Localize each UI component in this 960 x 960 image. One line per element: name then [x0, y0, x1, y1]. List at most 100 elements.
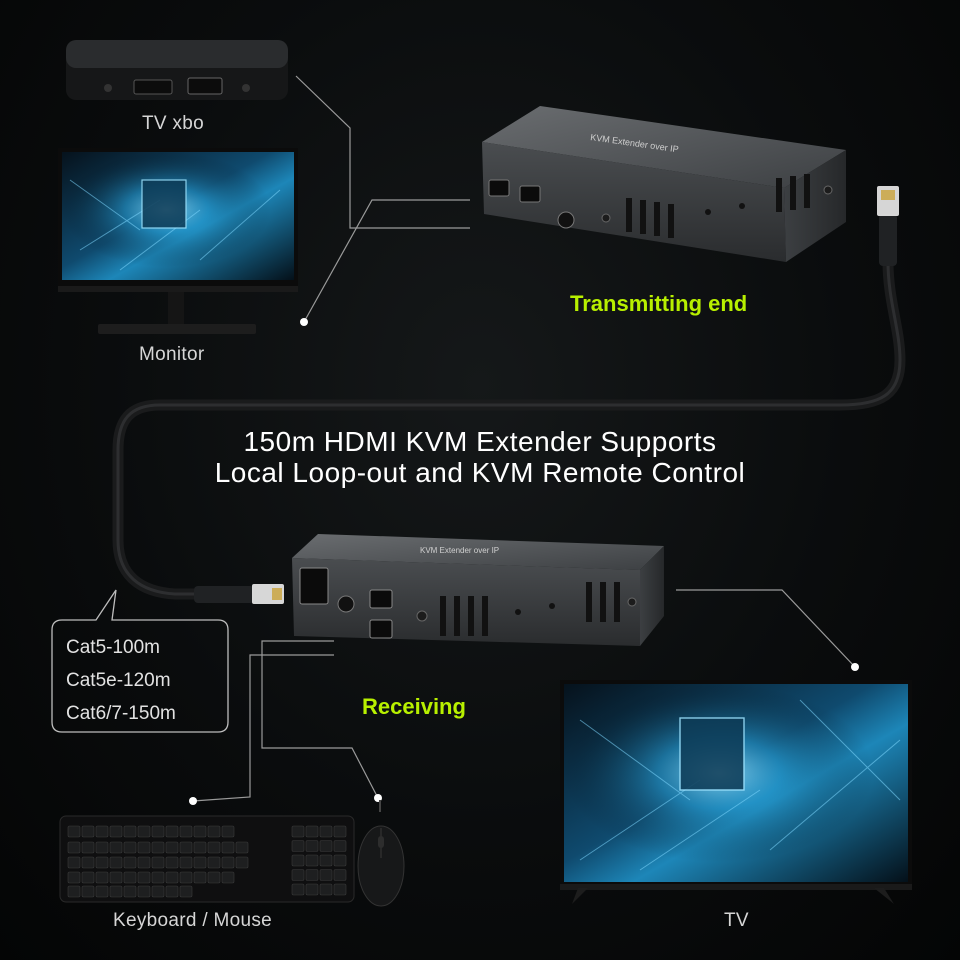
tvbox-connector-line: [295, 75, 470, 229]
tv-box-label: TV xbo: [142, 113, 204, 134]
keyboard-key: [109, 825, 123, 838]
numpad-key: [333, 840, 347, 852]
numpad-key: [305, 825, 319, 838]
keyboard-key: [67, 885, 81, 898]
numpad-key: [305, 840, 319, 852]
numpad-key: [305, 883, 319, 896]
numpad-key: [319, 869, 333, 881]
rj45-bottom-plug: [194, 584, 284, 604]
keyboard-key: [207, 825, 221, 838]
numpad-key: [319, 825, 333, 838]
keyboard-key: [123, 825, 137, 838]
cable-spec-cat5e: Cat5e-120m: [66, 670, 171, 691]
keyboard-key: [221, 825, 235, 838]
keyboard-key: [109, 856, 123, 869]
numpad-key: [319, 883, 333, 896]
numpad-key: [291, 840, 305, 852]
keyboard-key: [137, 825, 151, 838]
spec-bubble-outline: [51, 589, 229, 733]
monitor-label: Monitor: [139, 344, 205, 365]
keyboard-key: [165, 885, 179, 898]
keyboard-key: [151, 825, 165, 838]
keyboard-device: [59, 815, 355, 903]
keyboard-key: [165, 841, 179, 854]
cable-spec-cat5: Cat5-100m: [66, 637, 160, 658]
keyboard-key: [207, 841, 221, 854]
keyboard-key: [81, 871, 95, 884]
keyboard-key: [221, 856, 235, 869]
numpad-key: [333, 825, 347, 838]
keyboard-key: [221, 841, 235, 854]
receiver-box: KVM Extender over IP: [292, 534, 664, 646]
numpad-key: [291, 869, 305, 881]
keyboard-key: [67, 856, 81, 869]
keyboard-key: [123, 856, 137, 869]
rj45-top-plug: [877, 186, 899, 266]
monitor-dot: [300, 318, 308, 326]
keyboard-connector-line: [192, 654, 334, 802]
keyboard-key: [235, 856, 249, 869]
headline-line-1: 150m HDMI KVM Extender Supports: [243, 426, 717, 457]
numpad-key: [291, 854, 305, 867]
keyboard-dot: [189, 797, 197, 805]
keyboard-key: [95, 825, 109, 838]
numpad-key: [305, 869, 319, 881]
connector-lines: [192, 75, 856, 802]
numpad-key: [333, 883, 347, 896]
keyboard-key: [137, 841, 151, 854]
keyboard-mouse-label: Keyboard / Mouse: [113, 910, 272, 931]
mouse-device: [357, 799, 405, 907]
keyboard-key: [165, 825, 179, 838]
keyboard-key: [151, 841, 165, 854]
keyboard-key: [151, 856, 165, 869]
keyboard-key: [95, 871, 109, 884]
numpad-key: [305, 854, 319, 867]
keyboard-key: [137, 856, 151, 869]
keyboard-key: [67, 825, 81, 838]
keyboard-key: [193, 856, 207, 869]
transmitter-label: Transmitting end: [570, 291, 748, 316]
keyboard-key: [179, 856, 193, 869]
receiver-label: Receiving: [362, 694, 466, 719]
keyboard-key: [151, 885, 165, 898]
numpad-key: [291, 825, 305, 838]
tv-connector-line: [676, 589, 856, 668]
keyboard-key: [123, 841, 137, 854]
keyboard-key: [179, 885, 193, 898]
numpad-key: [319, 854, 333, 867]
keyboard-key: [95, 856, 109, 869]
numpad-key: [333, 854, 347, 867]
keyboard-key: [207, 856, 221, 869]
monitor-device: [58, 148, 298, 334]
keyboard-key: [67, 871, 81, 884]
tv-label: TV: [724, 910, 749, 931]
keyboard-key: [193, 871, 207, 884]
keyboard-key: [235, 841, 249, 854]
keyboard-key: [95, 885, 109, 898]
keyboard-key: [81, 856, 95, 869]
tv-box-device: [66, 40, 288, 100]
keyboard-key: [109, 841, 123, 854]
transmitter-box: KVM Extender over IP: [482, 106, 846, 262]
keyboard-key: [81, 841, 95, 854]
mouse-connector-line: [261, 640, 379, 799]
keyboard-key: [179, 825, 193, 838]
keyboard-key: [165, 871, 179, 884]
keyboard-key: [165, 856, 179, 869]
numpad-key: [291, 883, 305, 896]
keyboard-key: [179, 871, 193, 884]
monitor-connector-line: [303, 199, 470, 323]
tv-device: [560, 680, 912, 904]
keyboard-key: [137, 871, 151, 884]
keyboard-key: [109, 871, 123, 884]
keyboard-key: [109, 885, 123, 898]
keyboard-key: [67, 841, 81, 854]
keyboard-key: [81, 885, 95, 898]
keyboard-key: [193, 825, 207, 838]
keyboard-key: [123, 885, 137, 898]
receiver-brand-text: KVM Extender over IP: [420, 546, 499, 555]
numpad-key: [333, 869, 347, 881]
ethernet-cable: [112, 256, 906, 600]
